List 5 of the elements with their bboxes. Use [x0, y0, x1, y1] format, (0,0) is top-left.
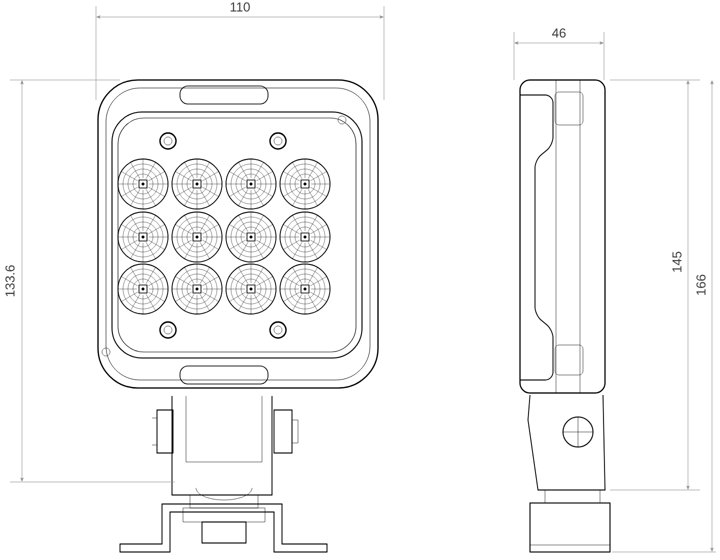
dimension-label: 133.6: [5, 265, 15, 296]
dimension-label: 166: [696, 274, 706, 295]
dimension-label: 110: [230, 2, 250, 12]
dimension-label: 145: [672, 252, 682, 272]
dimension-label: 46: [552, 28, 566, 38]
